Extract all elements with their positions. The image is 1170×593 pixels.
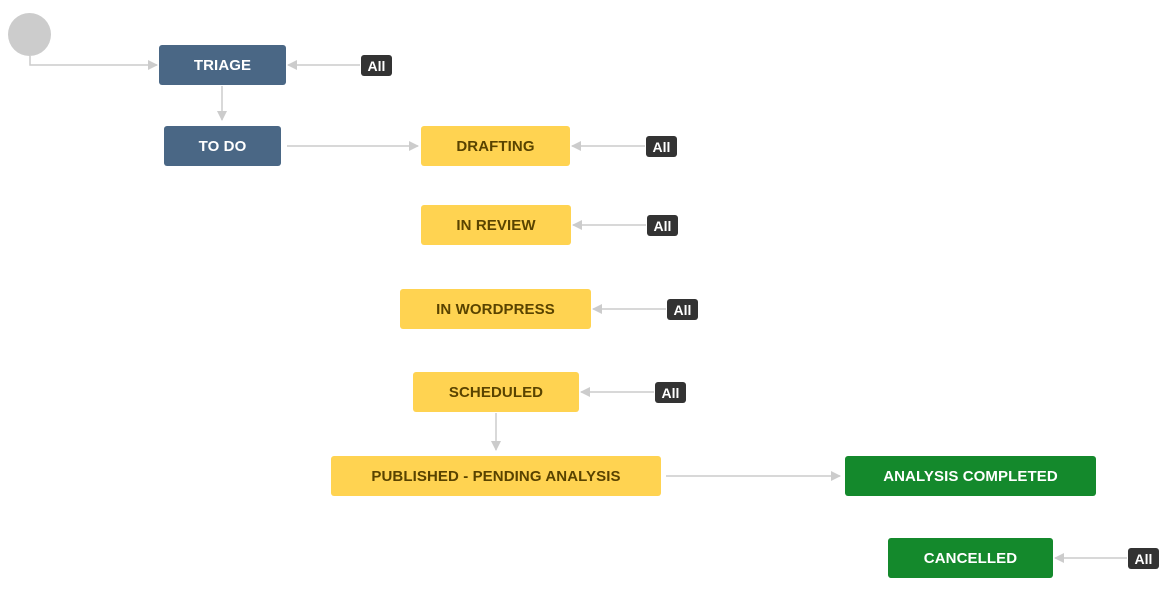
status-in-review[interactable]: IN REVIEW <box>421 205 571 245</box>
status-published-pending-analysis[interactable]: PUBLISHED - PENDING ANALYSIS <box>331 456 661 496</box>
all-transition-badge-in-review[interactable]: All <box>647 215 678 236</box>
all-transition-badge-scheduled[interactable]: All <box>655 382 686 403</box>
status-triage[interactable]: TRIAGE <box>159 45 286 85</box>
status-in-wordpress[interactable]: IN WORDPRESS <box>400 289 591 329</box>
start-node[interactable] <box>8 13 51 56</box>
status-todo[interactable]: TO DO <box>164 126 281 166</box>
all-transition-badge-drafting[interactable]: All <box>646 136 677 157</box>
status-drafting[interactable]: DRAFTING <box>421 126 570 166</box>
status-cancelled[interactable]: CANCELLED <box>888 538 1053 578</box>
status-scheduled[interactable]: SCHEDULED <box>413 372 579 412</box>
all-transition-badge-cancelled[interactable]: All <box>1128 548 1159 569</box>
all-transition-badge-in-wordpress[interactable]: All <box>667 299 698 320</box>
start-to-triage-arrow <box>29 56 158 70</box>
all-transition-badge-triage[interactable]: All <box>361 55 392 76</box>
status-analysis-completed[interactable]: ANALYSIS COMPLETED <box>845 456 1096 496</box>
